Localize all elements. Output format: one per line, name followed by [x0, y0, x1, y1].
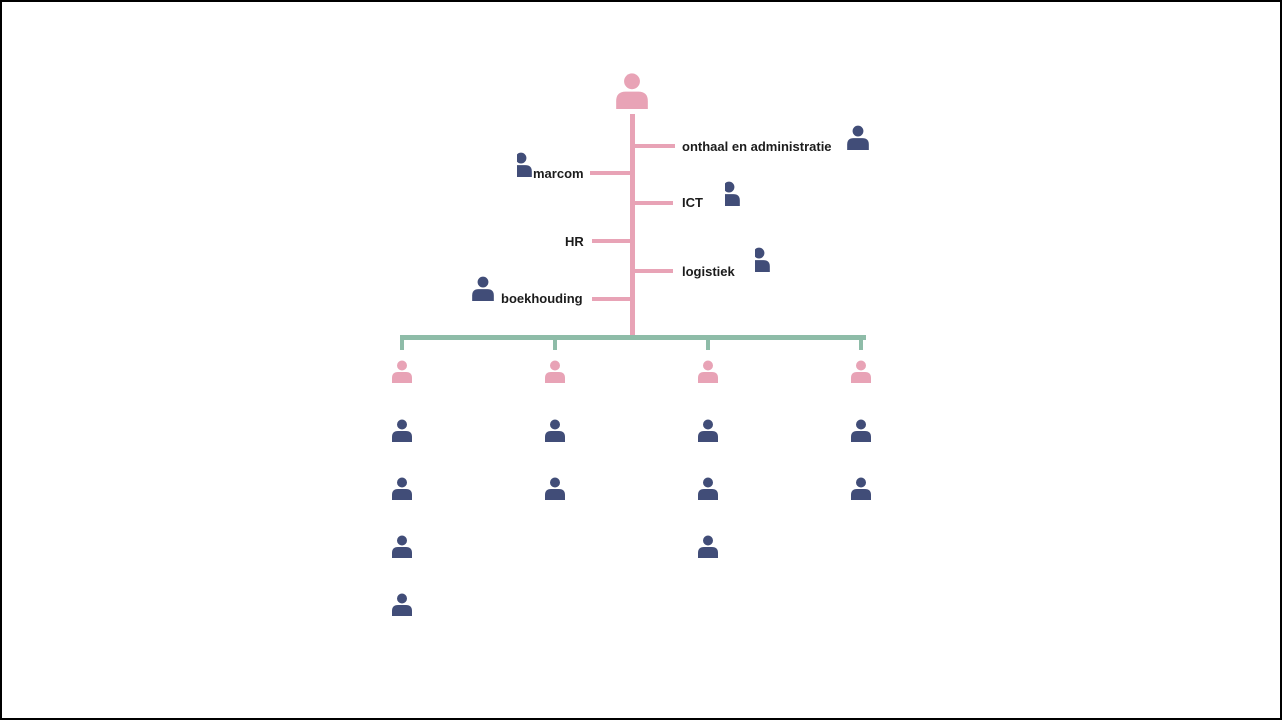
team-1-member-person-icon: [390, 476, 414, 505]
onthaal-person-icon: [845, 124, 871, 155]
branch-hr: [592, 239, 632, 243]
label-ict: ICT: [682, 195, 703, 210]
label-marcom: marcom: [533, 166, 584, 181]
team-2-member-person-icon: [543, 476, 567, 505]
team-3-lead-person-icon: [696, 359, 720, 388]
team-drop-1: [400, 335, 404, 350]
branch-onthaal: [633, 144, 675, 148]
branch-ict: [633, 201, 673, 205]
team-drop-3: [706, 335, 710, 350]
head-person-icon: [613, 71, 651, 114]
ict-person-icon: [716, 180, 742, 206]
branch-marcom: [590, 171, 632, 175]
team-4-member-person-icon: [849, 476, 873, 505]
teams-connector-line: [400, 335, 866, 340]
marcom-person-icon: [508, 151, 534, 177]
branch-boekhouding: [592, 297, 632, 301]
team-1-member-person-icon: [390, 592, 414, 621]
team-1-member-person-icon: [390, 534, 414, 563]
team-1-member-person-icon: [390, 418, 414, 447]
label-logistiek: logistiek: [682, 264, 735, 279]
team-3-member-person-icon: [696, 418, 720, 447]
team-3-member-person-icon: [696, 534, 720, 563]
boekhouding-person-icon: [470, 275, 496, 306]
team-2-member-person-icon: [543, 418, 567, 447]
branch-logistiek: [633, 269, 673, 273]
team-4-lead-person-icon: [849, 359, 873, 388]
team-2-lead-person-icon: [543, 359, 567, 388]
label-boekhouding: boekhouding: [501, 291, 583, 306]
team-3-member-person-icon: [696, 476, 720, 505]
team-4-member-person-icon: [849, 418, 873, 447]
trunk-line: [630, 114, 635, 336]
logistiek-person-icon: [746, 246, 772, 272]
team-drop-2: [553, 335, 557, 350]
team-drop-4: [859, 335, 863, 350]
label-hr: HR: [565, 234, 584, 249]
label-onthaal-en-administratie: onthaal en administratie: [682, 139, 832, 154]
team-1-lead-person-icon: [390, 359, 414, 388]
